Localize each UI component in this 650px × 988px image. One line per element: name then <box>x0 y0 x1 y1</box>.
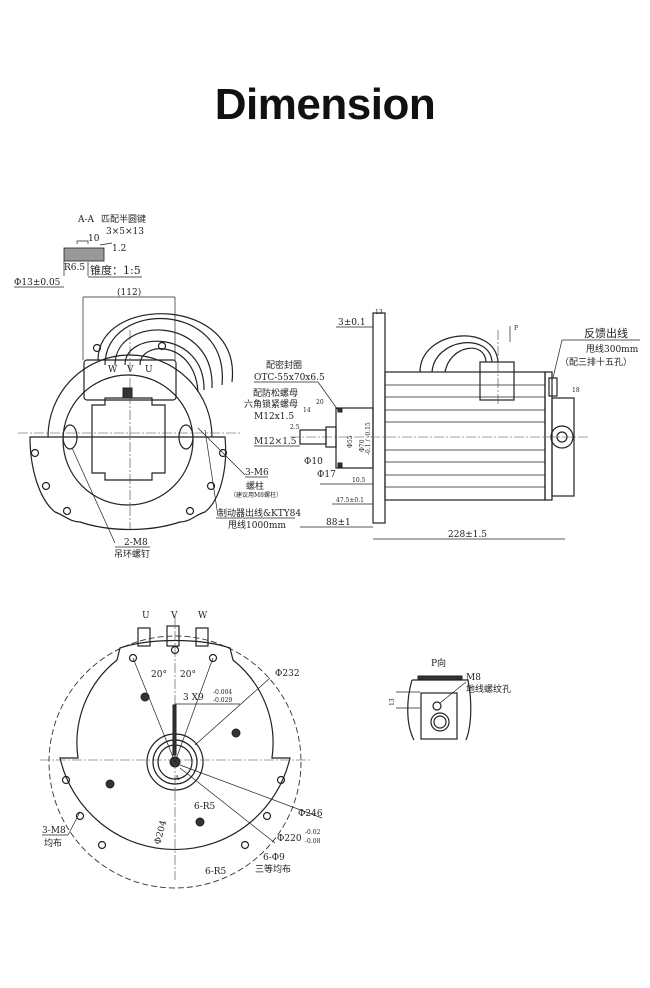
terminal-box <box>479 361 515 401</box>
eye-bolt-right <box>178 424 194 450</box>
p-thread-note: 地线螺纹孔 <box>466 683 511 695</box>
front-view: (112) W V U 3-M6 螺柱 （建议用M8螺柱） 制动器出线&KTY8… <box>18 287 301 560</box>
angle-right: 20° <box>180 670 196 680</box>
dia-204: Φ204 <box>153 819 169 846</box>
thread-m12: M12×1.5 <box>254 437 297 447</box>
arrow-p: P <box>514 325 518 332</box>
keyway: 3 X9 <box>183 693 204 703</box>
m8-count: 3-M8 <box>42 826 66 836</box>
dim-10: 10 <box>88 234 100 244</box>
dim-2-5: 2.5 <box>290 424 300 431</box>
section-mark: A <box>174 775 180 782</box>
seal-spec: OTC-55x70x6.5 <box>254 373 325 383</box>
holes-9: 6-Φ9 <box>263 853 285 863</box>
key-note: 匹配半圆键 <box>101 213 146 225</box>
angle-left: 20° <box>151 670 167 680</box>
seal: 配密封圈 <box>266 359 302 371</box>
taper: 锥度：1:5 <box>90 263 141 277</box>
bolt-name: 螺柱 <box>246 480 264 492</box>
dim-47-5: 47.5±0.1 <box>336 497 364 504</box>
dia-220-tol-upper: -0.02 <box>305 829 321 836</box>
brake-length: 甩线1000mm <box>228 519 286 531</box>
holes-9-note: 三等均布 <box>255 863 291 875</box>
eye-bolt-left <box>62 424 78 450</box>
nut-anti: 配防松螺母 <box>253 387 298 399</box>
feedback-connector: （配三排十五孔） <box>560 356 632 368</box>
r5-top: 6-R5 <box>194 802 216 812</box>
eye-bolt-count: 2-M8 <box>124 538 148 548</box>
dia-220-tol-lower: -0.08 <box>305 838 321 845</box>
feedback-length: 甩线300mm <box>586 343 639 355</box>
m8-note: 均布 <box>44 837 62 849</box>
dia-232: Φ232 <box>275 669 300 679</box>
r5-bottom: 6-R5 <box>205 867 227 877</box>
rear-phase-w: W <box>198 611 208 621</box>
brake-line: 制动器出线&KTY84 <box>218 507 301 519</box>
bolt-note: （建议用M8螺柱） <box>230 491 282 499</box>
p-view-label: P向 <box>431 657 446 669</box>
rear-view: U V W 20° 20° 3 X9 -0.004 -0.029 Φ232 A … <box>40 611 323 889</box>
dim-112: (112) <box>117 287 141 298</box>
dia-55: Φ55 <box>347 435 354 448</box>
front-phase-u: U <box>145 365 153 375</box>
dim-14: 14 <box>303 407 311 414</box>
keyway-tol-lower: -0.029 <box>213 697 232 704</box>
dia-17: Φ17 <box>317 470 336 480</box>
keyway-tol-upper: -0.004 <box>213 689 232 696</box>
dia-13: Φ13±0.05 <box>14 278 61 288</box>
dim-13: 13 <box>375 309 383 316</box>
p-thread: M8 <box>466 673 481 683</box>
section-aa-detail: A-A 匹配半圆键 3×5×13 10 1.2 R6.5 锥度：1:5 Φ13±… <box>14 213 146 288</box>
page-title: Dimension <box>214 80 436 129</box>
dim-3: 3±0.1 <box>338 318 366 328</box>
front-phase-w: W <box>108 365 118 375</box>
side-view: 3±0.1 13 P 反馈出线 甩线300mm （配三排十五孔） 18 配密封圈… <box>244 309 640 540</box>
dim-228: 228±1.5 <box>448 530 487 540</box>
rear-phase-u: U <box>142 611 150 621</box>
p-view: P向 M8 地线螺纹孔 13 <box>389 657 511 741</box>
dia-10: Φ10 <box>304 457 323 467</box>
key-hatch <box>63 247 105 262</box>
eye-bolt-name: 吊环螺钉 <box>114 549 150 560</box>
nut-spec: M12x1.5 <box>254 412 294 422</box>
p-dim-13: 13 <box>389 698 396 706</box>
bolt-count: 3-M6 <box>245 468 269 478</box>
dim-r6-5: R6.5 <box>64 263 85 273</box>
nut-hex: 六角锁紧螺母 <box>244 398 298 410</box>
dia-220: Φ220 <box>277 834 302 844</box>
section-aa-label: A-A <box>77 215 95 225</box>
dim-10-5: 10.5 <box>352 477 366 484</box>
dim-18: 18 <box>572 387 580 394</box>
key-size: 3×5×13 <box>106 227 144 237</box>
dim-20: 20 <box>316 399 324 406</box>
rear-phase-v: V <box>170 611 178 621</box>
dia-70-tol: -0.1 / -0.15 <box>365 422 372 455</box>
dim-88: 88±1 <box>326 518 351 528</box>
feedback: 反馈出线 <box>584 326 628 340</box>
dia-70: Φ70 <box>359 439 366 452</box>
dim-1-2: 1.2 <box>112 244 126 254</box>
key-block <box>122 387 133 399</box>
